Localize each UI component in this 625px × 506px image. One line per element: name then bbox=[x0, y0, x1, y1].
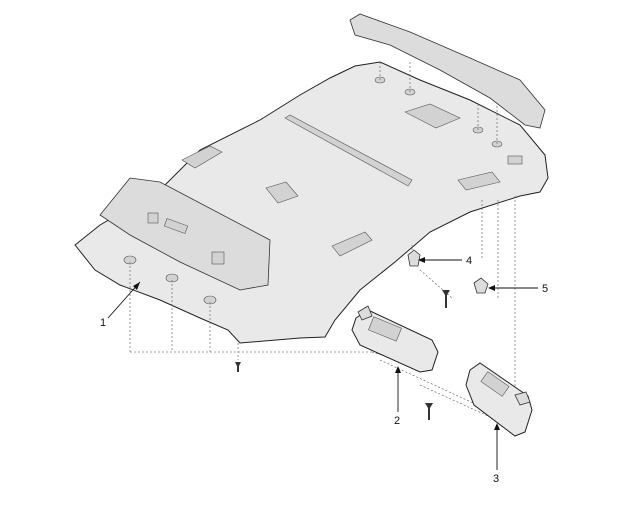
retainer-clip-5 bbox=[473, 277, 489, 294]
callout-5: 5 bbox=[542, 283, 548, 295]
sunvisor-left bbox=[351, 305, 439, 373]
screw-icon bbox=[442, 290, 450, 308]
sunvisor-right bbox=[465, 362, 533, 437]
callout-1: 1 bbox=[100, 317, 106, 329]
screw-icon bbox=[425, 403, 433, 420]
headliner-panel bbox=[74, 13, 549, 344]
callout-leaders bbox=[107, 257, 538, 470]
retainer-clip-4 bbox=[407, 249, 421, 267]
assembly-lines bbox=[129, 60, 516, 421]
callout-3: 3 bbox=[493, 473, 499, 485]
callout-2: 2 bbox=[394, 415, 400, 427]
callout-4: 4 bbox=[466, 255, 472, 267]
screw-icon bbox=[235, 362, 241, 372]
